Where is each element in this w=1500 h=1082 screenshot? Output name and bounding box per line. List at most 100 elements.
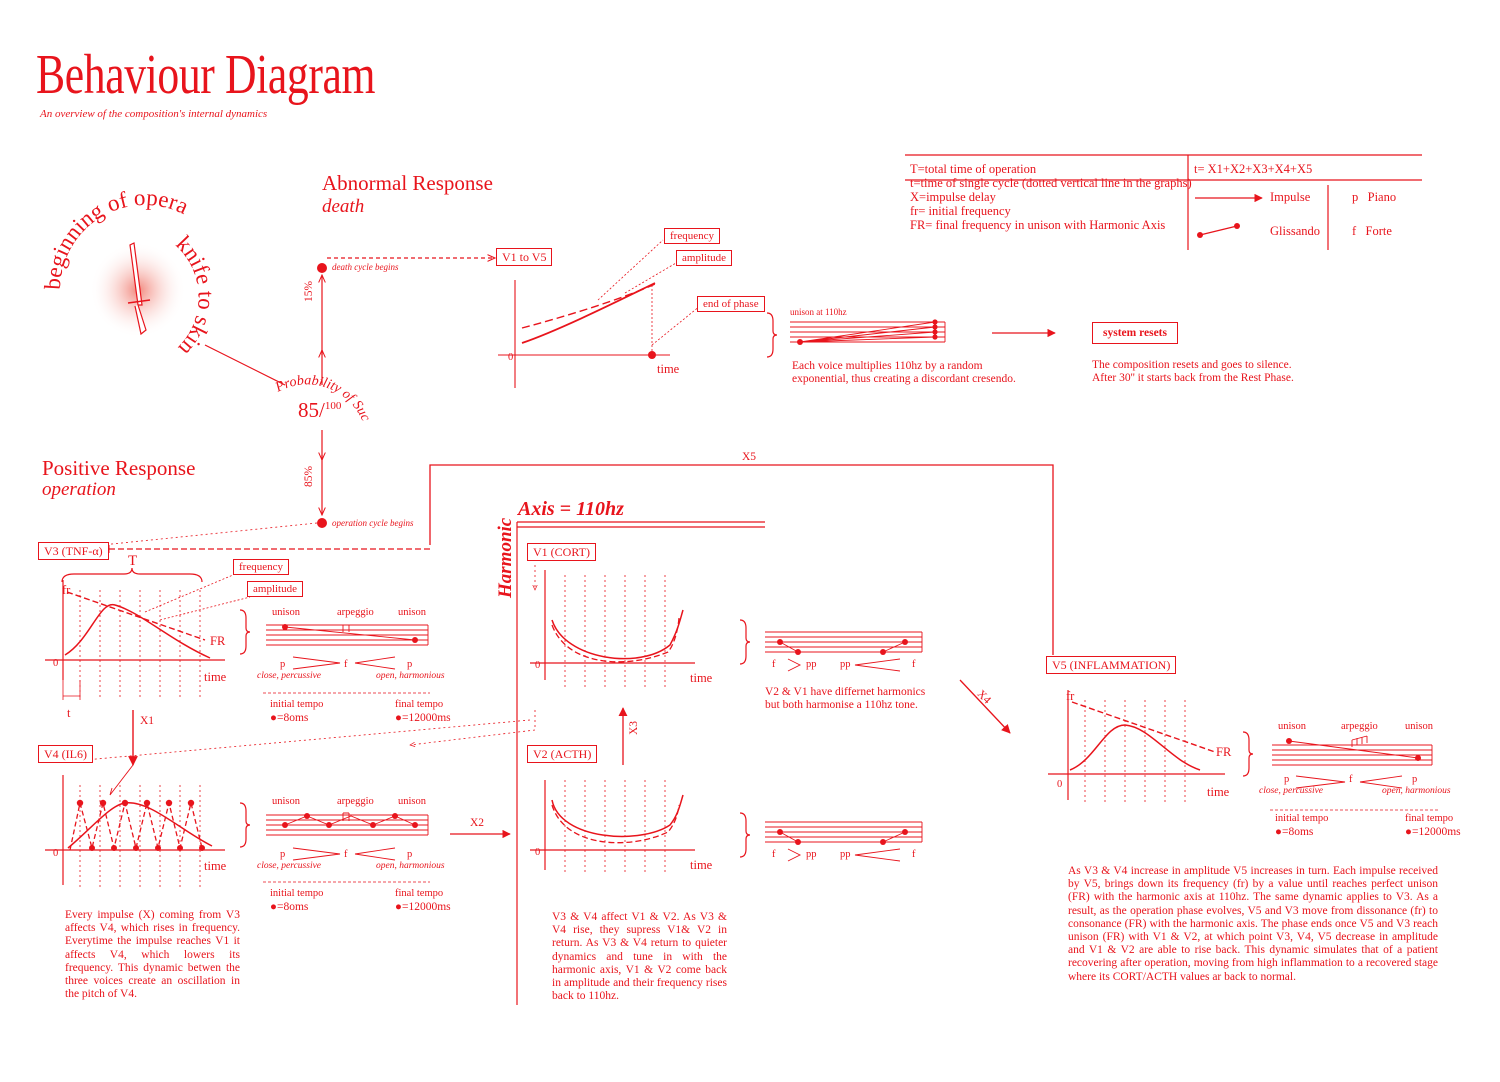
- v4-f-mid: f: [344, 849, 348, 860]
- circle-connector: [204, 344, 286, 386]
- v4-arpeggio: arpeggio: [337, 796, 374, 807]
- reset-text-1: The composition resets and goes to silen…: [1092, 359, 1292, 371]
- abnormal-title: Abnormal Response: [322, 171, 493, 195]
- v5-description: As V3 & V4 increase in amplitude V5 incr…: [1068, 865, 1438, 983]
- v4-time: time: [204, 859, 227, 873]
- axis-title: Axis = 110hz: [518, 498, 624, 520]
- v3-box: V3 (TNF-α): [38, 542, 109, 560]
- v3-final-val: ●=12000ms: [395, 712, 451, 724]
- abnormal-description: Each voice multiplies 110hz by a random …: [792, 360, 1016, 385]
- v1-zero: 0: [535, 660, 541, 671]
- v5-box: V5 (INFLAMMATION): [1046, 656, 1177, 674]
- abnormal-axis-zero: 0: [508, 352, 514, 363]
- v3-T: T: [128, 553, 138, 569]
- legend-piano: p Piano: [1352, 190, 1397, 204]
- percent-85: 85%: [303, 465, 315, 487]
- v4-unison-r: unison: [398, 796, 427, 807]
- x5-label: X5: [742, 451, 757, 463]
- page-subtitle: An overview of the composition's interna…: [40, 108, 268, 120]
- v1-box: V1 (CORT): [527, 543, 596, 561]
- v2-description: V3 & V4 affect V1 & V2. As V3 & V4 rise,…: [552, 911, 727, 1003]
- end-of-phase-label: end of phase: [697, 296, 765, 312]
- axis-harmonic: Harmonic: [495, 517, 516, 598]
- legend-impulse: Impulse: [1270, 190, 1311, 204]
- v4-close: close, percussive: [257, 861, 322, 871]
- v5-unison-r: unison: [1405, 721, 1434, 732]
- v5-close: close, percussive: [1259, 786, 1324, 796]
- v2-pp-l: pp: [806, 849, 817, 860]
- system-resets-box: system resets: [1092, 322, 1178, 344]
- legend-forte: f Forte: [1352, 224, 1392, 238]
- v3-t: t: [67, 706, 71, 720]
- positive-subtitle: operation: [42, 479, 116, 500]
- positive-title: Positive Response: [42, 456, 196, 480]
- v5-p-l: p: [1284, 774, 1290, 785]
- v4-final-tempo: final tempo: [395, 888, 444, 899]
- v4-init-tempo: initial tempo: [270, 888, 324, 899]
- v4-box: V4 (IL6): [38, 745, 93, 763]
- v4-p-r: p: [407, 849, 413, 860]
- amplitude-label: amplitude: [676, 250, 732, 266]
- v3-arpeggio: arpeggio: [337, 607, 374, 618]
- frequency-label: frequency: [664, 228, 720, 244]
- knife-icon: [90, 242, 186, 338]
- v5-arpeggio: arpeggio: [1341, 721, 1378, 732]
- v3-init-val: ●=8oms: [270, 712, 309, 724]
- death-cycle-label: death cycle begins: [332, 262, 399, 272]
- v5-final-tempo: final tempo: [1405, 813, 1454, 824]
- v3-f-mid: f: [344, 659, 348, 670]
- legend-formula: t= X1+X2+X3+X4+X5: [1194, 162, 1313, 176]
- v1-time: time: [690, 671, 713, 685]
- v3-final-tempo: final tempo: [395, 699, 444, 710]
- percent-15: 15%: [303, 280, 315, 302]
- v1-f-l: f: [772, 659, 776, 670]
- v5-open: open, harmonious: [1382, 786, 1451, 796]
- v1-description: V2 & V1 have differnet harmonics but bot…: [765, 686, 926, 711]
- probability-value: 85/100: [298, 398, 342, 422]
- v4-init-val: ●=8oms: [270, 901, 309, 913]
- v3-open: open, harmonious: [376, 671, 445, 681]
- v2-pp-r: pp: [840, 849, 851, 860]
- v3-fr: fr: [62, 583, 71, 597]
- v5-zero: 0: [1057, 779, 1063, 790]
- legend-glissando: Glissando: [1270, 224, 1320, 238]
- reset-text-2: After 30'' it starts back from the Rest …: [1092, 372, 1294, 384]
- v2-f-l: f: [772, 849, 776, 860]
- v4-open: open, harmonious: [376, 861, 445, 871]
- v3-close: close, percussive: [257, 671, 322, 681]
- v4-unison-l: unison: [272, 796, 301, 807]
- v4-final-val: ●=12000ms: [395, 901, 451, 913]
- v5-fr: fr: [1066, 689, 1075, 703]
- v5-final-val: ●=12000ms: [1405, 826, 1461, 838]
- v2-time: time: [690, 858, 713, 872]
- page-title: Behaviour Diagram: [36, 44, 376, 106]
- v3-zero: 0: [53, 658, 59, 669]
- v5-unison-l: unison: [1278, 721, 1307, 732]
- staff-label: unison at 110hz: [790, 307, 847, 317]
- v1-pp-l: pp: [806, 659, 817, 670]
- v5-time: time: [1207, 785, 1230, 799]
- v2-box: V2 (ACTH): [527, 745, 598, 763]
- x1-label: X1: [140, 715, 155, 727]
- v5-init-tempo: initial tempo: [1275, 813, 1329, 824]
- v5-FR: FR: [1216, 745, 1232, 759]
- v1-to-v5-box: V1 to V5: [496, 248, 553, 266]
- v4-description: Every impulse (X) coming from V3 affects…: [65, 909, 240, 1001]
- v1-f-r: f: [912, 659, 916, 670]
- v4-zero: 0: [53, 848, 59, 859]
- v3-frequency: frequency: [233, 559, 289, 575]
- v4-p-l: p: [280, 849, 286, 860]
- v3-p-r: p: [407, 659, 413, 670]
- v3-FR: FR: [210, 634, 226, 648]
- abnormal-subtitle: death: [322, 196, 365, 217]
- v3-amplitude: amplitude: [247, 581, 303, 597]
- v2-f-r: f: [912, 849, 916, 860]
- abnormal-axis-time: time: [657, 362, 680, 376]
- v3-p-l: p: [280, 659, 286, 670]
- v3-unison-r: unison: [398, 607, 427, 618]
- x3-label: X3: [628, 720, 640, 735]
- x2-label: X2: [470, 817, 485, 829]
- v5-f-mid: f: [1349, 774, 1353, 785]
- v1-pp-r: pp: [840, 659, 851, 670]
